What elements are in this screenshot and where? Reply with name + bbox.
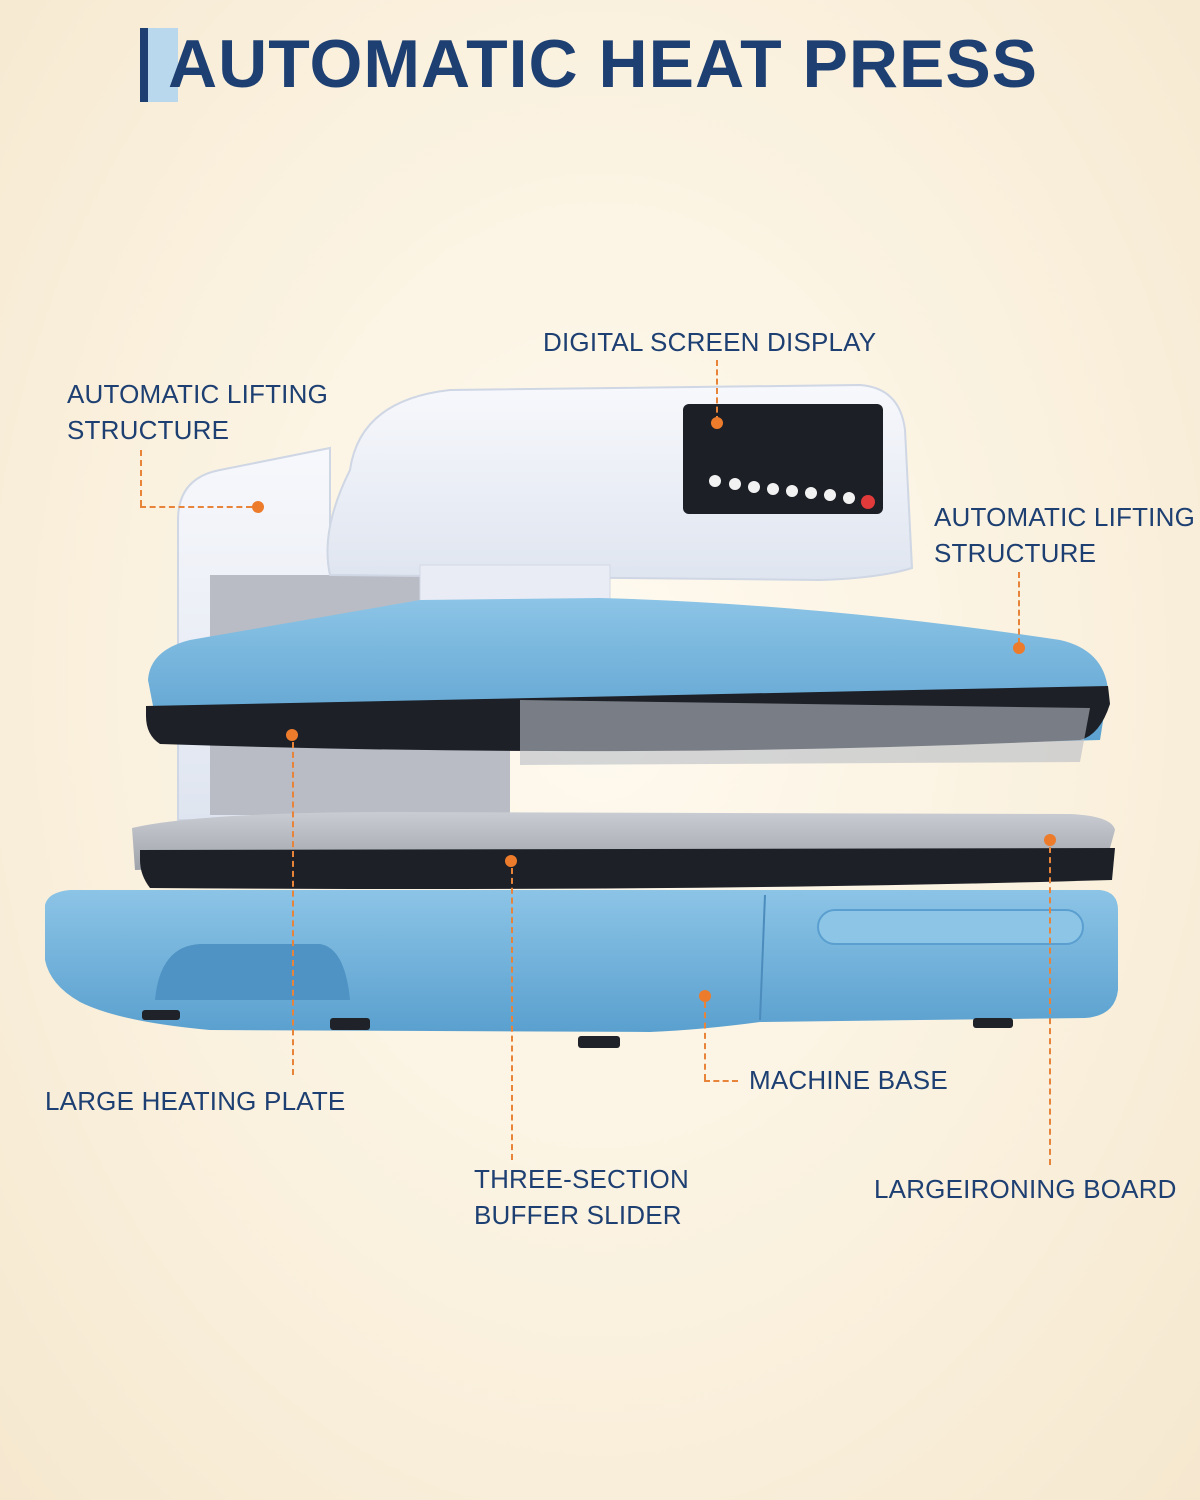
label-digital-screen-display: DIGITAL SCREEN DISPLAY <box>543 327 877 357</box>
leader-lifting-right <box>1018 572 1020 644</box>
control-buttons <box>709 475 855 504</box>
dot-lifting-left <box>252 501 264 513</box>
leader-lifting-left-v <box>140 450 142 506</box>
title-accent-bar <box>140 28 148 102</box>
leader-heating-plate <box>292 742 294 1075</box>
label-machine-base: MACHINE BASE <box>749 1065 948 1095</box>
dot-heating-plate <box>286 729 298 741</box>
power-button <box>861 495 875 509</box>
plate-reflection <box>520 700 1090 765</box>
label-automatic-lifting-left: AUTOMATIC LIFTING STRUCTURE <box>67 379 329 445</box>
leader-lifting-left-h <box>140 506 252 508</box>
ironing-board-plate <box>140 848 1115 889</box>
dot-machine-base <box>699 990 711 1002</box>
leader-ironing-board <box>1049 847 1051 1165</box>
leader-machine-base-v <box>704 1002 706 1080</box>
base-drawer-seam <box>759 894 766 1021</box>
machine-feet <box>142 1010 1013 1048</box>
leader-buffer-slider <box>511 868 513 1160</box>
drawer-handle <box>817 909 1084 945</box>
dot-lifting-right <box>1013 642 1025 654</box>
dot-buffer-slider <box>505 855 517 867</box>
base-handle-recess <box>155 944 350 1000</box>
title-accent-highlight <box>148 28 178 102</box>
leader-digital-screen <box>716 360 718 422</box>
label-automatic-lifting-right: AUTOMATIC LIFTING STRUCTURE <box>934 502 1196 568</box>
dot-digital-screen <box>711 417 723 429</box>
dot-ironing-board <box>1044 834 1056 846</box>
leader-machine-base-h <box>704 1080 738 1082</box>
label-large-ironing-board: LARGEIRONING BOARD <box>874 1174 1177 1204</box>
page-title: AUTOMATIC HEAT PRESS <box>168 26 1039 102</box>
label-three-section-buffer-slider: THREE-SECTION BUFFER SLIDER <box>474 1164 689 1230</box>
label-large-heating-plate: LARGE HEATING PLATE <box>45 1086 346 1116</box>
